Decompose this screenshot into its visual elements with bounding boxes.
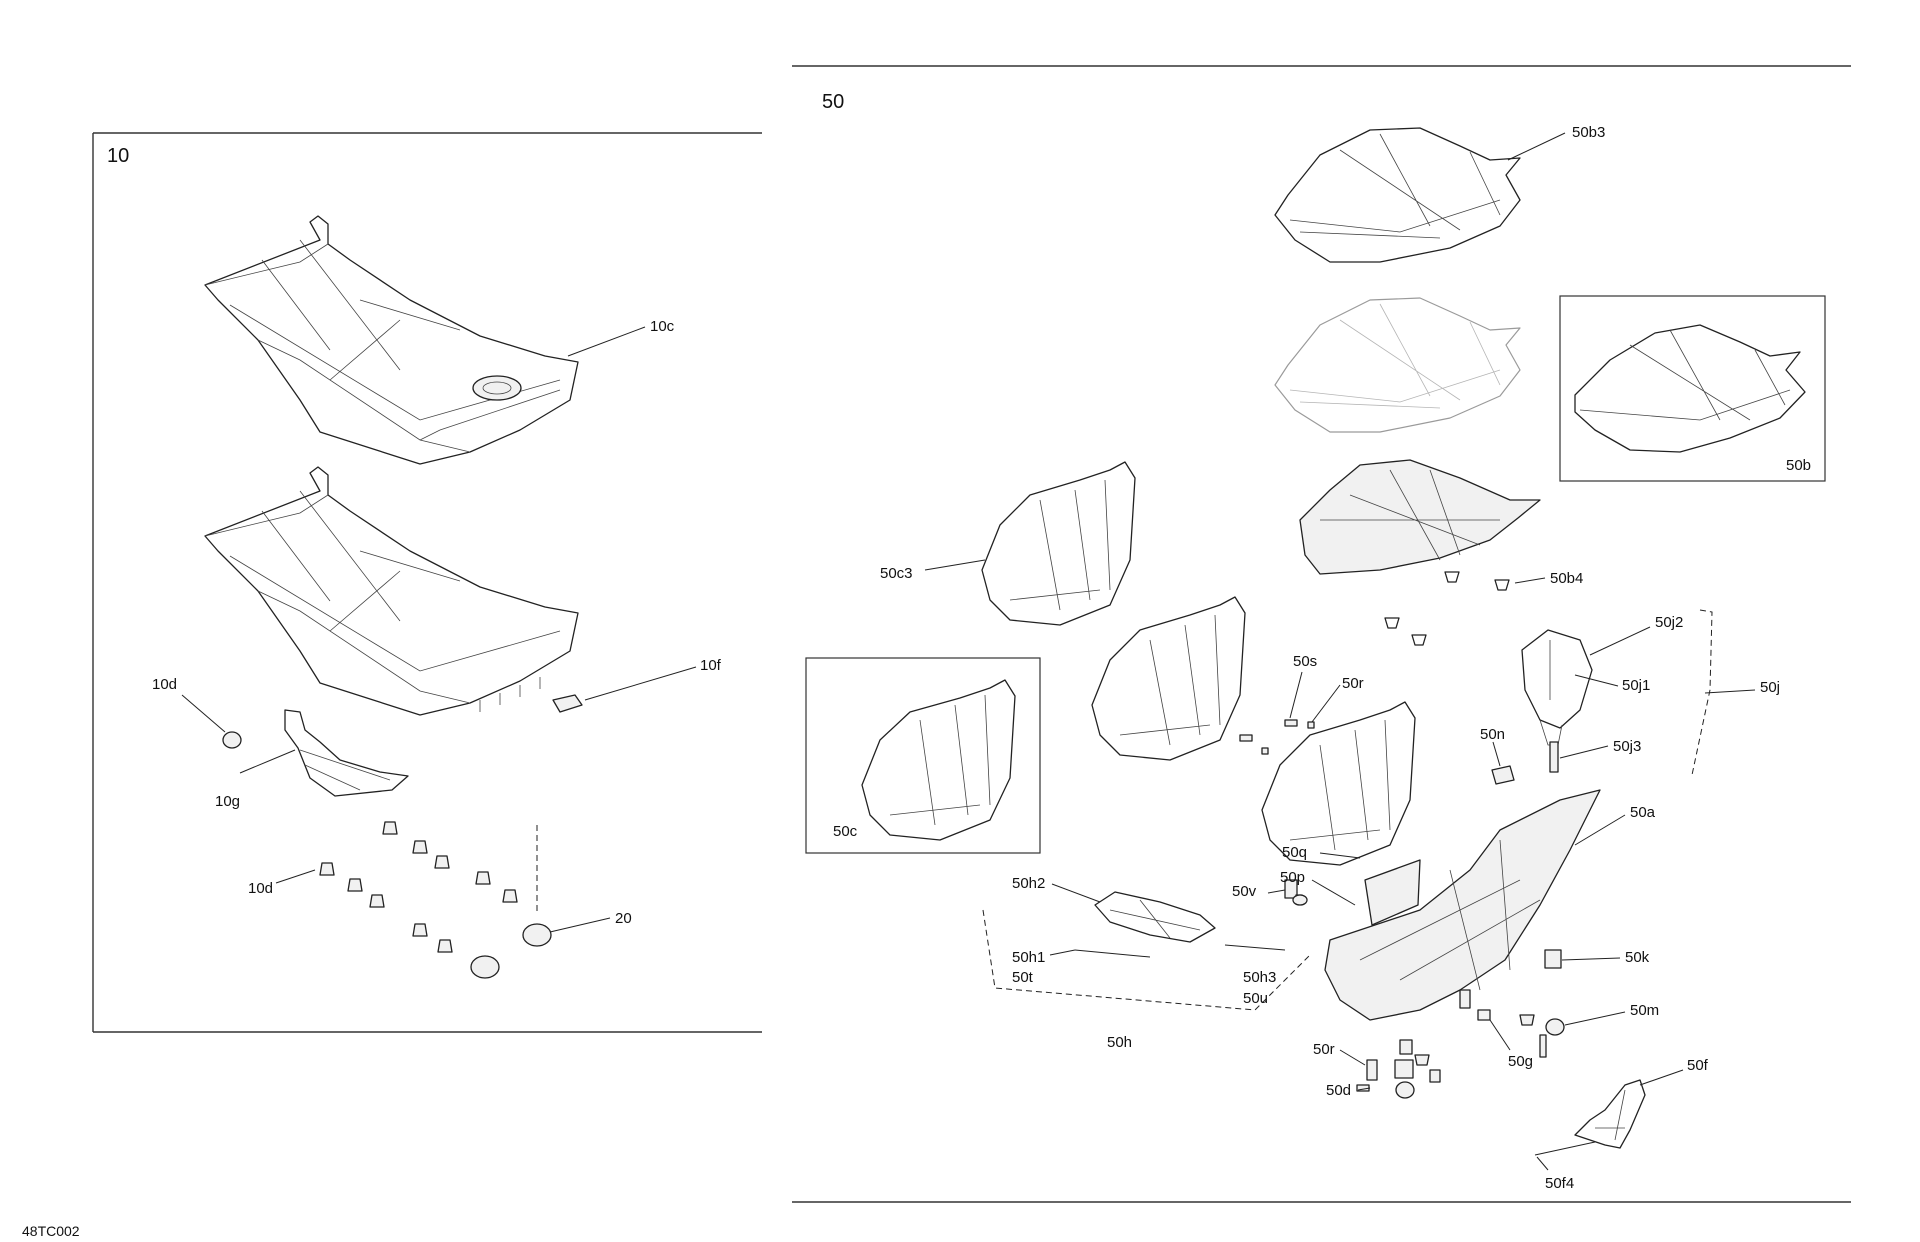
callout-50h1: 50h1 xyxy=(1012,949,1045,966)
seat-cover-50b3 xyxy=(1274,127,1521,263)
callout-20: 20 xyxy=(615,910,632,927)
seat-ghost-50b xyxy=(1274,297,1521,433)
bumpers-10d xyxy=(319,821,518,953)
callout-50s: 50s xyxy=(1293,653,1317,670)
callout-10f: 10f xyxy=(700,657,722,674)
armrest-50j xyxy=(1521,629,1593,773)
seat-frame-50a xyxy=(1324,789,1601,1021)
rod-50h3 xyxy=(1224,944,1286,951)
leader-50c3 xyxy=(924,559,986,571)
bracket-50j xyxy=(1691,609,1713,776)
leader-50j3 xyxy=(1559,745,1609,759)
leader-10d-a xyxy=(181,694,226,733)
seat-base-10f xyxy=(204,466,579,716)
callout-50n: 50n xyxy=(1480,726,1505,743)
leader-50h1 xyxy=(1049,949,1076,956)
callout-50g: 50g xyxy=(1508,1053,1533,1070)
left-panel-frame xyxy=(92,132,762,1033)
lever-50f xyxy=(1574,1079,1646,1149)
backrest-frame xyxy=(1091,596,1246,761)
leader-50b4 xyxy=(1514,577,1546,584)
callout-50j3: 50j3 xyxy=(1613,738,1641,755)
callout-50f: 50f xyxy=(1687,1057,1709,1074)
leader-50m xyxy=(1564,1011,1626,1026)
leader-50r-b xyxy=(1339,1049,1366,1066)
leader-10c xyxy=(567,326,646,357)
leader-50f4 xyxy=(1536,1156,1549,1171)
screws-50s-50r xyxy=(1239,719,1315,755)
callout-50k: 50k xyxy=(1625,949,1650,966)
callout-50v: 50v xyxy=(1232,883,1257,900)
callout-50j: 50j xyxy=(1760,679,1780,696)
leader-50n xyxy=(1492,741,1501,767)
grommet-10d-top xyxy=(222,731,242,749)
leader-50j2 xyxy=(1589,626,1651,656)
leader-50a xyxy=(1574,814,1626,846)
figure-reference: 48TC002 xyxy=(22,1223,80,1239)
inset-frame-50b xyxy=(1559,295,1826,482)
rod-50h1 xyxy=(1074,949,1151,958)
callout-50b3: 50b3 xyxy=(1572,124,1605,141)
leader-50j1 xyxy=(1574,674,1619,687)
callout-50b: 50b xyxy=(1786,457,1811,474)
leader-20 xyxy=(549,917,611,933)
backrest-shell xyxy=(1261,701,1416,866)
tray-10g xyxy=(284,709,409,797)
callout-50m: 50m xyxy=(1630,1002,1659,1019)
leader-50v xyxy=(1267,889,1286,894)
backrest-50c3 xyxy=(981,461,1136,626)
leader-50f xyxy=(1639,1069,1684,1086)
callout-50c: 50c xyxy=(833,823,858,840)
leader-50g xyxy=(1489,1019,1511,1051)
leader-50s xyxy=(1289,671,1303,719)
seat-base-50b4 xyxy=(1299,459,1541,646)
fasteners-bottom xyxy=(1356,949,1565,1099)
backrest-assembly-50c xyxy=(861,679,1016,841)
right-panel-frame xyxy=(792,65,1851,1203)
callout-50d: 50d xyxy=(1326,1082,1351,1099)
callout-50a: 50a xyxy=(1630,804,1656,821)
callout-50p: 50p xyxy=(1280,869,1305,886)
seat-cover-10c xyxy=(204,215,579,465)
callout-50b4: 50b4 xyxy=(1550,570,1583,587)
callout-50q: 50q xyxy=(1282,844,1307,861)
callout-50h3: 50h3 xyxy=(1243,969,1276,986)
leader-10f xyxy=(584,666,697,701)
callout-50u: 50u xyxy=(1243,990,1268,1007)
seat-assembly-50b xyxy=(1574,324,1806,453)
callout-10d: 10d xyxy=(152,676,177,693)
nut-20 xyxy=(470,923,552,979)
leader-50h2 xyxy=(1051,883,1101,903)
rail-50h2 xyxy=(1094,891,1216,943)
callout-50j1: 50j1 xyxy=(1622,677,1650,694)
callout-10g: 10g xyxy=(215,793,240,810)
callout-10c: 10c xyxy=(650,318,675,335)
callout-50j2: 50j2 xyxy=(1655,614,1683,631)
leader-50j xyxy=(1704,689,1756,694)
leader-10g xyxy=(239,749,296,774)
callout-50c3: 50c3 xyxy=(880,565,913,582)
leader-50r-a xyxy=(1311,684,1341,723)
clip-10f xyxy=(552,694,583,713)
callout-50r: 50r xyxy=(1342,675,1364,692)
leader-50b3 xyxy=(1507,132,1566,161)
callout-50h2: 50h2 xyxy=(1012,875,1045,892)
callout-50f4: 50f4 xyxy=(1545,1175,1574,1192)
panel-number-10: 10 xyxy=(107,145,129,167)
leader-50p xyxy=(1311,879,1356,906)
inset-frame-50c xyxy=(805,657,1041,854)
part-50n xyxy=(1491,765,1515,785)
panel-number-50: 50 xyxy=(822,91,844,113)
leader-50d xyxy=(1357,1087,1371,1091)
leader-50q xyxy=(1319,852,1361,859)
bolt-50f4 xyxy=(1534,1141,1596,1156)
leader-50k xyxy=(1561,957,1621,961)
plate-50q-50p xyxy=(1284,859,1421,926)
callout-50h: 50h xyxy=(1107,1034,1132,1051)
callout-50r-lower: 50r xyxy=(1313,1041,1335,1058)
callout-10d-lower: 10d xyxy=(248,880,273,897)
callout-50t: 50t xyxy=(1012,969,1034,986)
leader-10d-b xyxy=(275,869,316,884)
